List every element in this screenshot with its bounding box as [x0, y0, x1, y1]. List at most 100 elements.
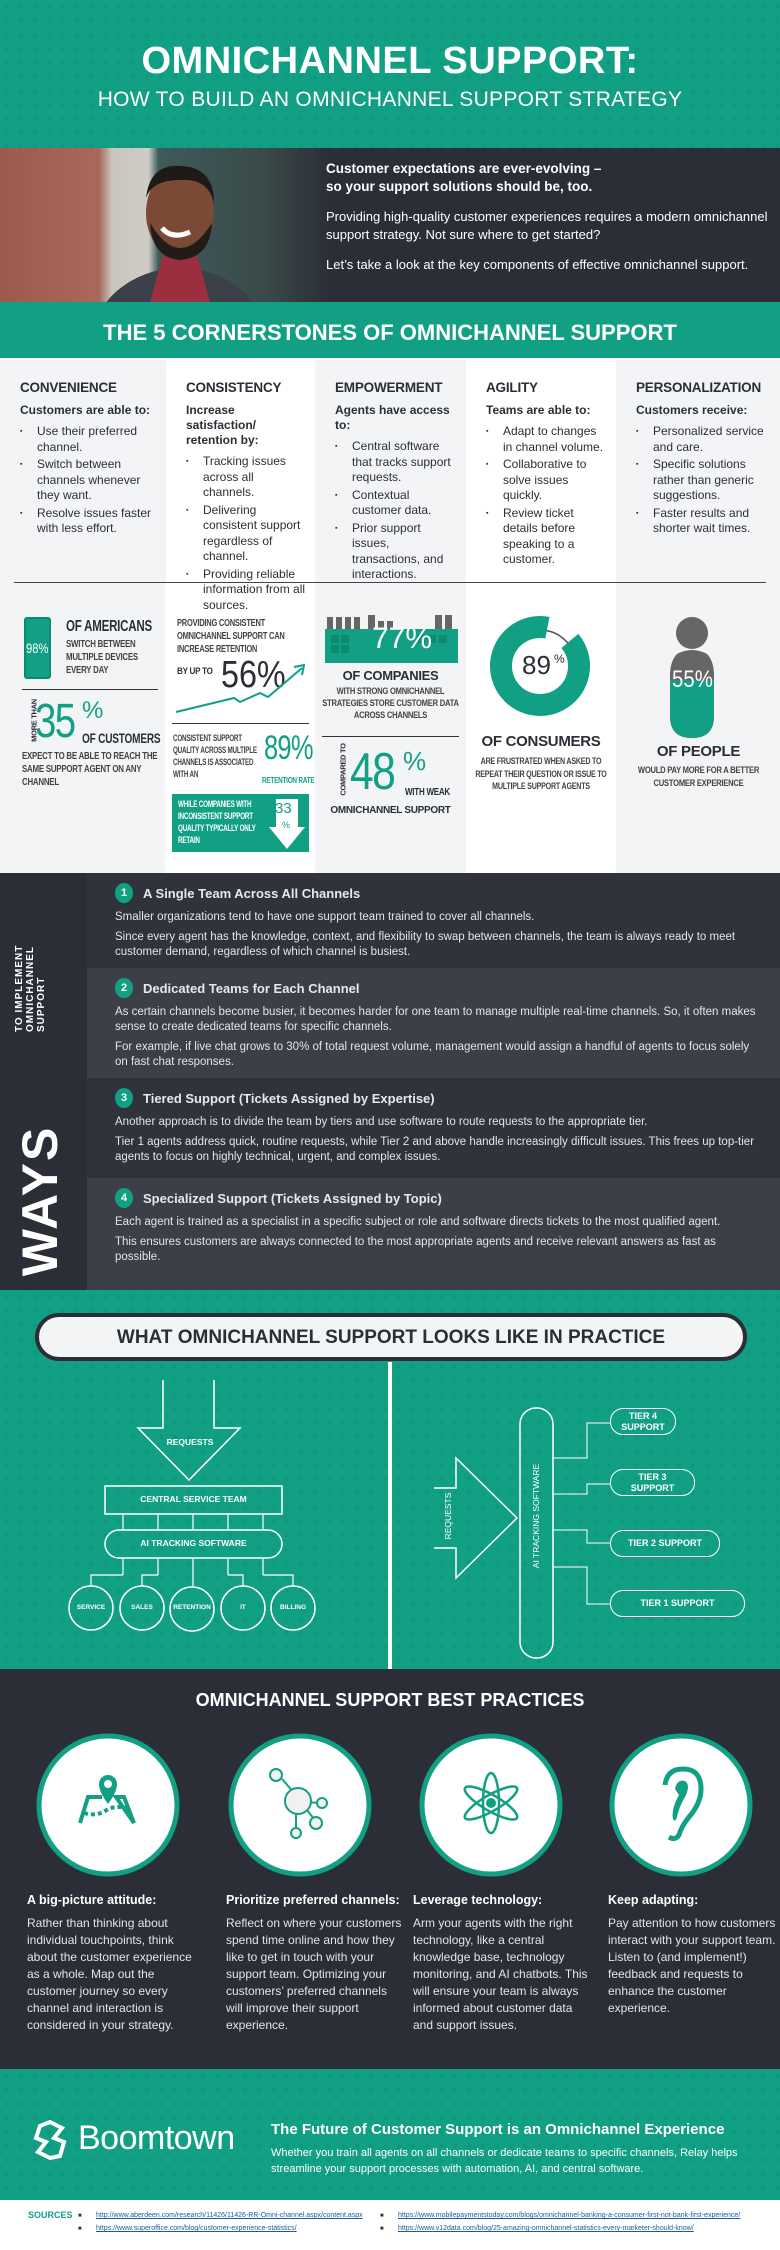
americans-title: OF AMERICANS	[66, 618, 152, 635]
best-practice-item: Leverage technology:Arm your agents with…	[413, 1893, 593, 2034]
cornerstone-convenience: CONVENIENCE Customers are able to: Use th…	[0, 360, 166, 583]
customers-text: EXPECT TO BE ABLE TO REACH THE SAME SUPP…	[22, 750, 158, 788]
smiling-man-photo	[90, 165, 270, 428]
consumers-title: OF CONSUMERS	[481, 733, 601, 750]
cornerstone-title: EMPOWERMENT	[335, 380, 443, 395]
boomtown-logo: Boomtown	[78, 2119, 235, 2157]
cornerstone-subtitle: Agents have access to:	[335, 403, 450, 432]
network-icon	[228, 1733, 372, 1877]
divider	[172, 723, 309, 724]
hero-paragraph-1: Providing high-quality customer experien…	[326, 209, 768, 242]
consumers-text: ARE FRUSTRATED WHEN ASKED TO REPEAT THEI…	[475, 756, 607, 792]
weak-prefix: COMPARED TO	[338, 743, 348, 796]
boomtown-logo-icon	[33, 2120, 67, 2160]
hero-photo	[0, 148, 330, 428]
requests-label-right: REQUESTS	[443, 1492, 453, 1540]
customers-title: OF CUSTOMERS	[82, 730, 161, 746]
americans-text: SWITCH BETWEEN MULTIPLE DEVICES EVERY DA…	[66, 638, 138, 676]
source-link[interactable]: https://www.v12data.com/blog/25-amazing-…	[398, 2225, 694, 2232]
divider	[322, 736, 459, 737]
number-badge: 3	[115, 1088, 133, 1108]
divider	[14, 582, 766, 583]
cornerstone-title: CONVENIENCE	[20, 380, 117, 395]
way-paragraph: Another approach is to divide the team b…	[115, 1116, 648, 1128]
people-value: 55%	[672, 666, 713, 693]
ways-sidebar: 4 WAYS TO IMPLEMENT OMNICHANNEL SUPPORT	[0, 873, 87, 1322]
best-practice-title: Keep adapting:	[608, 1893, 699, 1907]
way-paragraph: Smaller organizations tend to have one s…	[115, 911, 535, 923]
number-badge: 2	[115, 978, 133, 998]
consumers-value: 89	[522, 650, 551, 680]
list-item: Resolve issues faster with less effort.	[20, 506, 158, 537]
person-icon	[670, 617, 714, 738]
best-practice-text: Arm your agents with the right technolog…	[413, 1916, 588, 2032]
list-item: Use their preferred channel.	[20, 424, 158, 455]
cornerstone-title: AGILITY	[486, 380, 538, 395]
list-item: Adapt to changes in channel volume.	[486, 424, 608, 455]
source-link[interactable]: https://www.mobilepaymentstoday.com/blog…	[398, 2212, 741, 2219]
tier-box: TIER 3 SUPPORT	[610, 1469, 695, 1496]
trend-arrow-icon	[175, 663, 306, 713]
way-paragraph: Since every agent has the knowledge, con…	[115, 931, 736, 958]
way-paragraph: Tier 1 agents address quick, routine req…	[115, 1136, 755, 1163]
inconsistent-percent: %	[282, 820, 291, 830]
retention-value: 56%	[221, 654, 286, 696]
hero-lead: Customer expectations are ever-evolving …	[326, 161, 602, 194]
requests-label: REQUESTS	[166, 1437, 214, 1447]
bullet: ■	[380, 2226, 384, 2232]
americans-value: 98%	[26, 640, 49, 656]
cornerstone-subtitle: Customers receive:	[636, 403, 748, 417]
cornerstone-title: CONSISTENCY	[186, 380, 282, 395]
cornerstone-subtitle: Customers are able to:	[20, 403, 151, 417]
weak-value: 48	[350, 743, 396, 801]
footer-text: Whether you train all agents on all chan…	[271, 2147, 738, 2175]
divider	[388, 1362, 392, 1669]
footer-title: The Future of Customer Support is an Omn…	[271, 2121, 725, 2138]
quality-value: 89%	[264, 729, 314, 767]
way-title: Specialized Support (Tickets Assigned by…	[143, 1190, 442, 1206]
team-circle: SALES	[131, 1604, 153, 1611]
list-item: Tracking issues across all channels.	[186, 454, 307, 501]
companies-title: OF COMPANIES	[342, 668, 439, 683]
best-practice-text: Pay attention to how customers interact …	[608, 1916, 776, 2015]
cornerstones-banner: THE 5 CORNERSTONES OF OMNICHANNEL SUPPOR…	[0, 302, 780, 358]
donut-chart	[490, 616, 590, 716]
way-item: 4 Specialized Support (Tickets Assigned b…	[87, 1178, 780, 1290]
ai-tracking-software-right: AI TRACKING SOFTWARE	[531, 1463, 541, 1569]
people-title: OF PEOPLE	[656, 743, 741, 760]
quality-text: CONSISTENT SUPPORT QUALITY ACROSS MULTIP…	[173, 733, 257, 780]
number-badge: 4	[115, 1188, 133, 1208]
weak-text-2: OMNICHANNEL SUPPORT	[330, 805, 451, 816]
tiered-diagram	[434, 1407, 610, 1659]
list-item: Delivering consistent support regardless…	[186, 503, 307, 565]
factory-icon	[325, 615, 458, 663]
source-link[interactable]: http://www.aberdeen.com/research/11426/1…	[96, 2212, 363, 2219]
tier-box: TIER 1 SUPPORT	[610, 1590, 745, 1617]
way-title: A Single Team Across All Channels	[143, 885, 361, 901]
team-circle: RETENTION	[173, 1604, 211, 1611]
cornerstone-title: PERSONALIZATION	[636, 380, 761, 395]
ear-icon	[609, 1733, 753, 1877]
hero: Customer expectations are ever-evolving …	[0, 148, 780, 428]
source-link[interactable]: https://www.superoffice.com/blog/custome…	[96, 2225, 297, 2232]
list-item: Personalized service and care.	[636, 424, 772, 455]
weak-text-1: WITH WEAK	[405, 787, 450, 798]
ways-big-title: 4 WAYS	[12, 1125, 68, 1322]
weak-percent: %	[403, 746, 427, 776]
cornerstone-subtitle: Teams are able to:	[486, 403, 591, 417]
inconsistent-text: WHILE COMPANIES WITH INCONSISTENT SUPPOR…	[178, 799, 256, 845]
cornerstone-subtitle: Increase satisfaction/ retention by:	[186, 403, 259, 447]
team-circle: IT	[240, 1604, 246, 1611]
list-item: Central software that tracks support req…	[335, 439, 458, 486]
best-practices-title: OMNICHANNEL SUPPORT BEST PRACTICES	[195, 1690, 585, 1710]
list-item: Review ticket details before speaking to…	[486, 506, 608, 568]
cornerstone-consistency: CONSISTENCY Increase satisfaction/ reten…	[166, 360, 315, 612]
companies-text: WITH STRONG OMNICHANNEL STRATEGIES STORE…	[322, 686, 459, 721]
divider	[22, 689, 158, 690]
tablet-icon	[24, 617, 51, 679]
central-service-team: CENTRAL SERVICE TEAM	[140, 1494, 247, 1504]
ai-tracking-software: AI TRACKING SOFTWARE	[140, 1538, 247, 1548]
